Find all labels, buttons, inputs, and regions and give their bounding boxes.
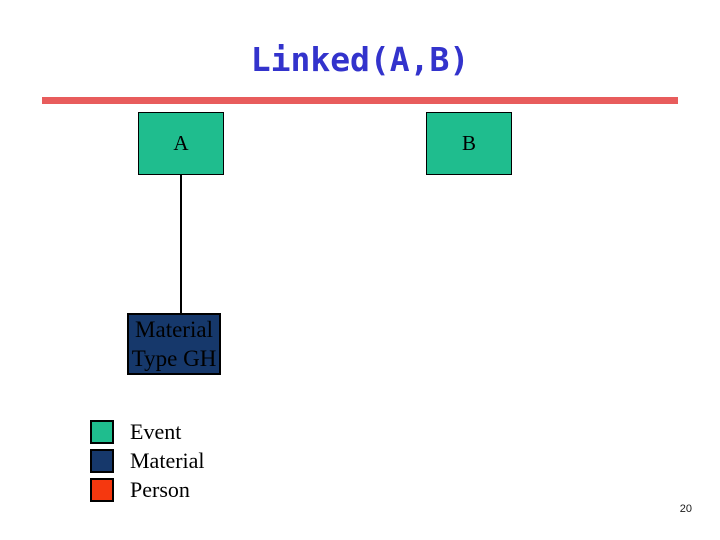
person-color-swatch: [90, 478, 114, 502]
legend: Event Material Person: [90, 420, 205, 502]
node-a-label: A: [173, 131, 189, 155]
title-underline-rule: [42, 97, 678, 104]
slide-title: Linked(A,B): [250, 40, 470, 79]
connector-line-a-to-material: [180, 175, 182, 313]
node-box-a: A: [138, 112, 224, 175]
slide-page-number: 20: [679, 503, 692, 515]
material-type-box: Material Type GH: [127, 313, 221, 375]
event-color-swatch: [90, 420, 114, 444]
node-b-label: B: [461, 131, 476, 155]
node-box-b: B: [426, 112, 512, 175]
legend-row-event: Event: [90, 420, 205, 444]
material-type-line2: Type GH: [131, 346, 217, 371]
material-type-line1: Material: [135, 317, 213, 342]
legend-row-person: Person: [90, 478, 205, 502]
material-color-swatch: [90, 449, 114, 473]
legend-label-material: Material: [130, 448, 205, 473]
legend-label-event: Event: [130, 419, 182, 444]
legend-label-person: Person: [130, 477, 190, 502]
legend-row-material: Material: [90, 449, 205, 473]
